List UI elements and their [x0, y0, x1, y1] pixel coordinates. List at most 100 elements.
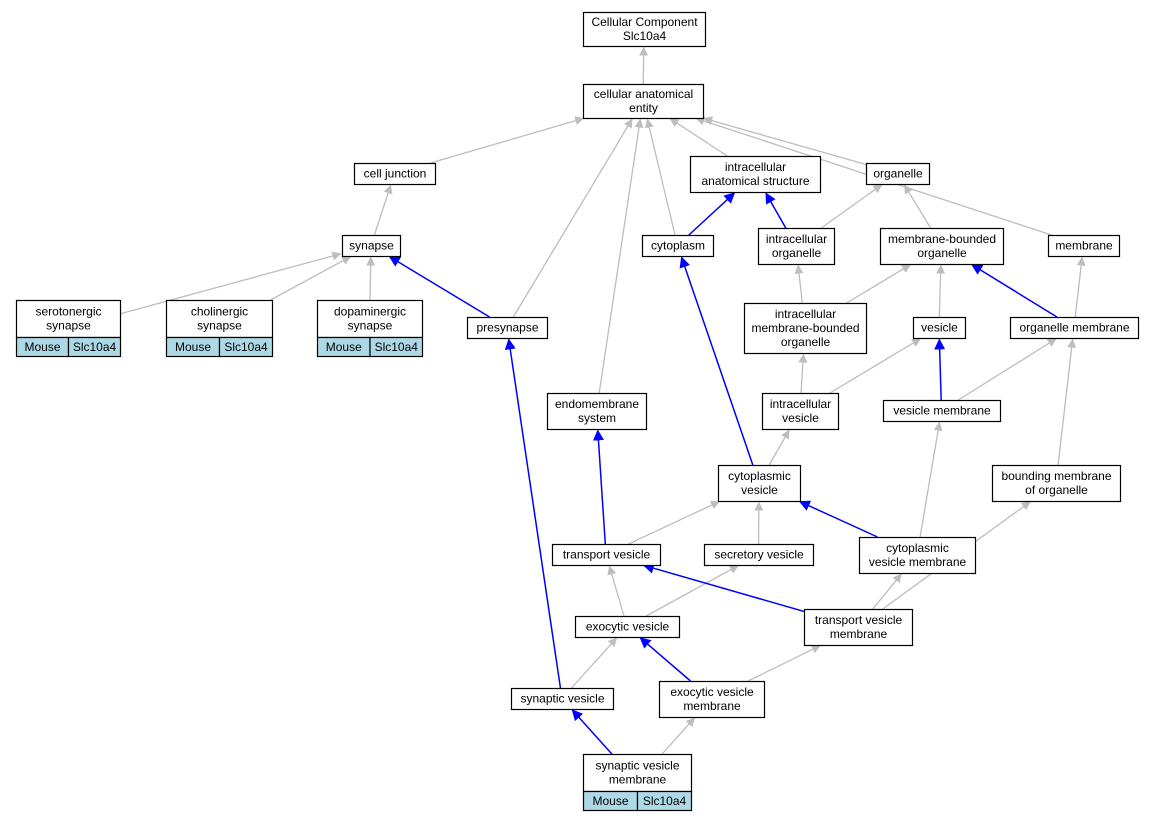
edge-org-membrane-to-mbo — [971, 264, 1058, 318]
node-box — [761, 392, 840, 431]
node-box — [582, 11, 707, 48]
edge-cytoplasm-to-cae — [644, 118, 676, 236]
node-box — [689, 155, 822, 194]
node-label: Slc10a4 — [623, 29, 667, 43]
node-box — [15, 299, 122, 339]
node-box — [717, 464, 802, 503]
node-synapse[interactable]: synapse — [341, 234, 402, 258]
node-label: vesicle — [782, 411, 819, 425]
edge-synapse-to-cell-junction — [373, 184, 393, 236]
node-label: intracellular — [775, 307, 836, 321]
node-label: membrane — [830, 627, 888, 641]
node-cell-junction[interactable]: cell junction — [353, 162, 437, 186]
node-label: bounding membrane — [1001, 469, 1111, 483]
edge-cytoplasm-to-ias — [688, 192, 736, 236]
node-label: transport vesicle — [563, 548, 651, 562]
node-label: dopaminergic — [334, 305, 406, 319]
node-label: synaptic vesicle — [520, 692, 604, 706]
node-box — [991, 464, 1122, 503]
edge-vesicle-membrane-to-org-membrane — [957, 338, 1057, 401]
node-label: intracellular — [725, 160, 786, 174]
node-membrane[interactable]: membrane — [1047, 234, 1121, 258]
annotation-tag-label: Mouse — [592, 794, 628, 808]
annotation-tag-label: Slc10a4 — [375, 340, 419, 354]
annotation-tag-cell — [636, 790, 693, 812]
node-vesicle[interactable]: vesicle — [912, 316, 967, 340]
node-secretory-vesicle[interactable]: secretory vesicle — [703, 543, 815, 567]
edge-tvm-to-cvm — [872, 573, 902, 610]
node-label: system — [578, 411, 616, 425]
edge-presynapse-to-cae — [512, 118, 633, 318]
node-box — [341, 234, 402, 258]
edge-intra-org-to-ias — [765, 192, 787, 229]
edge-svm-to-synaptic-vesicle — [571, 709, 613, 755]
node-synaptic-vesicle[interactable]: synaptic vesicle — [510, 687, 615, 711]
edge-mbo-to-organelle — [904, 184, 932, 229]
edge-intra-vesicle-to-imbo — [798, 353, 808, 394]
annotation-tag-label: Slc10a4 — [73, 340, 117, 354]
edge-intra-vesicle-to-vesicle — [829, 338, 922, 394]
node-label: intracellular — [766, 232, 827, 246]
node-box — [882, 399, 1002, 423]
annotation-tag-cell — [67, 336, 122, 358]
node-label: organelle — [772, 246, 822, 260]
node-label: membrane — [609, 773, 667, 787]
edge-vesicle-membrane-to-vesicle — [934, 338, 946, 401]
node-transport-vesicle[interactable]: transport vesicle — [551, 543, 662, 567]
node-label: membrane — [683, 699, 741, 713]
edge-cyto-vesicle-to-cytoplasm — [679, 256, 754, 466]
node-label: cytoplasmic — [886, 541, 949, 555]
node-label: vesicle — [741, 483, 778, 497]
edge-dopaminergic-to-synapse — [366, 256, 376, 301]
node-label: cell junction — [364, 167, 427, 181]
edge-cyto-vesicle-to-intra-vesicle — [768, 429, 790, 466]
edge-endomembrane-to-cae — [598, 118, 644, 394]
node-presynapse[interactable]: presynapse — [466, 316, 549, 340]
edge-evm-to-exocytic-vesicle — [639, 637, 692, 682]
edge-cae-to-cc-root — [639, 46, 649, 85]
node-cytoplasm[interactable]: cytoplasm — [641, 234, 715, 258]
node-vesicle-membrane[interactable]: vesicle membrane — [882, 399, 1002, 423]
node-box — [353, 162, 437, 186]
node-label: presynapse — [476, 321, 538, 335]
node-box — [658, 680, 766, 719]
edge-org-membrane-to-membrane — [1074, 256, 1086, 318]
node-label: exocytic vesicle — [586, 620, 670, 634]
edge-cell-junction-to-cae — [430, 116, 585, 164]
edge-vesicle-to-mbo — [936, 264, 946, 318]
node-org-membrane[interactable]: organelle membrane — [1009, 316, 1140, 340]
node-box — [1009, 316, 1140, 340]
node-box — [858, 536, 977, 575]
node-box — [574, 615, 681, 639]
annotation-tag-cell — [218, 336, 274, 358]
node-label: membrane — [1055, 239, 1113, 253]
annotation-tag-cell — [369, 336, 424, 358]
edge-cvm-to-vesicle-membrane — [919, 421, 943, 538]
node-label: entity — [629, 101, 658, 115]
node-exocytic-vesicle[interactable]: exocytic vesicle — [574, 615, 681, 639]
edge-transport-vesicle-to-endomembrane — [592, 429, 607, 545]
annotation-tag-label: Slc10a4 — [224, 340, 268, 354]
node-organelle[interactable]: organelle — [865, 162, 931, 186]
node-box — [165, 299, 274, 339]
annotation-tag-label: Slc10a4 — [643, 794, 687, 808]
